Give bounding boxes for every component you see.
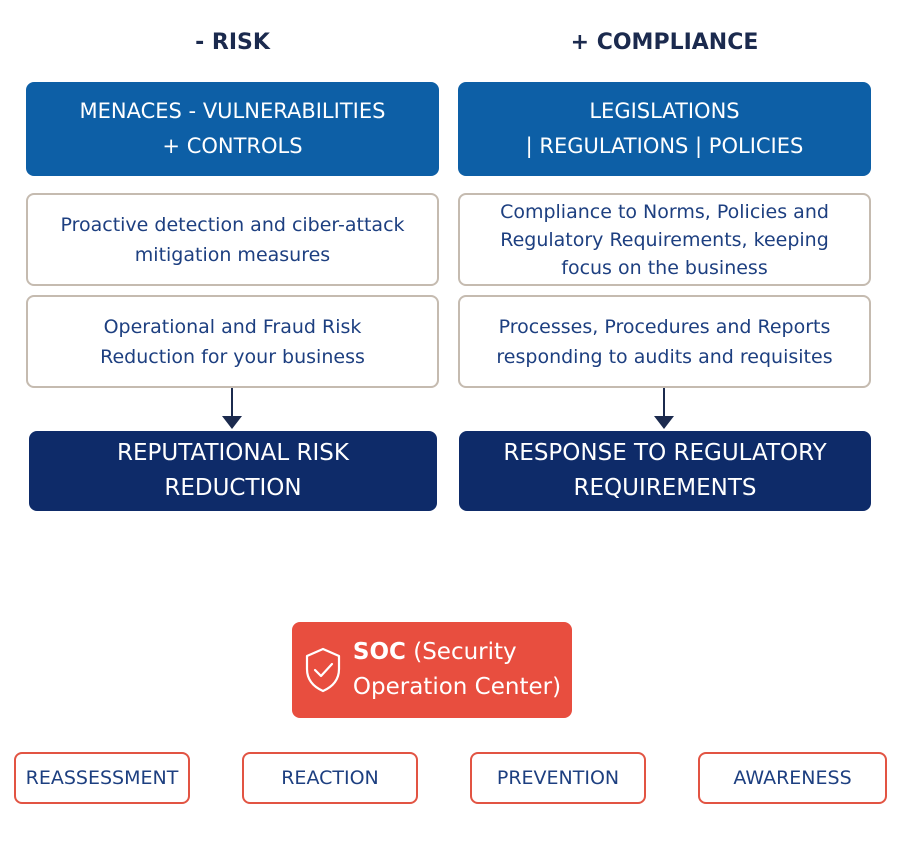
soc-title-bold: SOC <box>352 639 406 665</box>
reputational-risk-line-1: REPUTATIONAL RISK <box>117 440 349 466</box>
regulatory-response-box: RESPONSE TO REGULATORY REQUIREMENTS <box>459 431 871 511</box>
soc-title-line-2: Operation Center) <box>352 674 562 700</box>
compliance-heading: + COMPLIANCE <box>570 30 759 55</box>
norms-compliance-card: Compliance to Norms, Policies and Regula… <box>458 193 871 286</box>
legislation-header-line-2: | REGULATIONS | POLICIES <box>525 134 804 158</box>
audit-processes-line-2: responding to audits and requisites <box>496 345 833 368</box>
left-arrow-shaft <box>231 388 233 418</box>
awareness-pill: AWARENESS <box>698 752 887 804</box>
prevention-pill: PREVENTION <box>470 752 646 804</box>
norms-compliance-line-3: focus on the business <box>561 256 768 279</box>
reassessment-pill: REASSESSMENT <box>14 752 190 804</box>
detection-card-line-2: mitigation measures <box>134 243 331 266</box>
soc-title: SOC (Security Operation Center) <box>353 635 561 705</box>
fraud-risk-card: Operational and Fraud Risk Reduction for… <box>26 295 439 388</box>
right-arrow-shaft <box>663 388 665 418</box>
regulatory-response-line-2: REQUIREMENTS <box>573 475 757 501</box>
legislation-header-box: LEGISLATIONS | REGULATIONS | POLICIES <box>458 82 871 176</box>
left-arrow-head <box>222 416 242 429</box>
detection-card-line-1: Proactive detection and ciber-attack <box>60 213 405 236</box>
norms-compliance-line-1: Compliance to Norms, Policies and <box>500 200 829 223</box>
right-arrow-head <box>654 416 674 429</box>
soc-title-rest: (Security <box>405 639 517 665</box>
reputational-risk-line-2: REDUCTION <box>164 475 302 501</box>
audit-processes-line-1: Processes, Procedures and Reports <box>498 315 831 338</box>
detection-card: Proactive detection and ciber-attack mit… <box>26 193 439 286</box>
regulatory-response-line-1: RESPONSE TO REGULATORY <box>503 440 827 466</box>
reputational-risk-box: REPUTATIONAL RISK REDUCTION <box>29 431 437 511</box>
shield-check-icon <box>303 645 343 695</box>
reaction-pill: REACTION <box>242 752 418 804</box>
soc-box: SOC (Security Operation Center) <box>292 622 572 718</box>
legislation-header-line-1: LEGISLATIONS <box>589 99 740 123</box>
fraud-risk-card-line-2: Reduction for your business <box>100 345 365 368</box>
risk-heading: - RISK <box>195 30 270 55</box>
audit-processes-card: Processes, Procedures and Reports respon… <box>458 295 871 388</box>
threats-header-line-2: + CONTROLS <box>162 134 303 158</box>
threats-header-box: MENACES - VULNERABILITIES + CONTROLS <box>26 82 439 176</box>
norms-compliance-line-2: Regulatory Requirements, keeping <box>500 228 829 251</box>
threats-header-line-1: MENACES - VULNERABILITIES <box>79 99 386 123</box>
fraud-risk-card-line-1: Operational and Fraud Risk <box>103 315 362 338</box>
